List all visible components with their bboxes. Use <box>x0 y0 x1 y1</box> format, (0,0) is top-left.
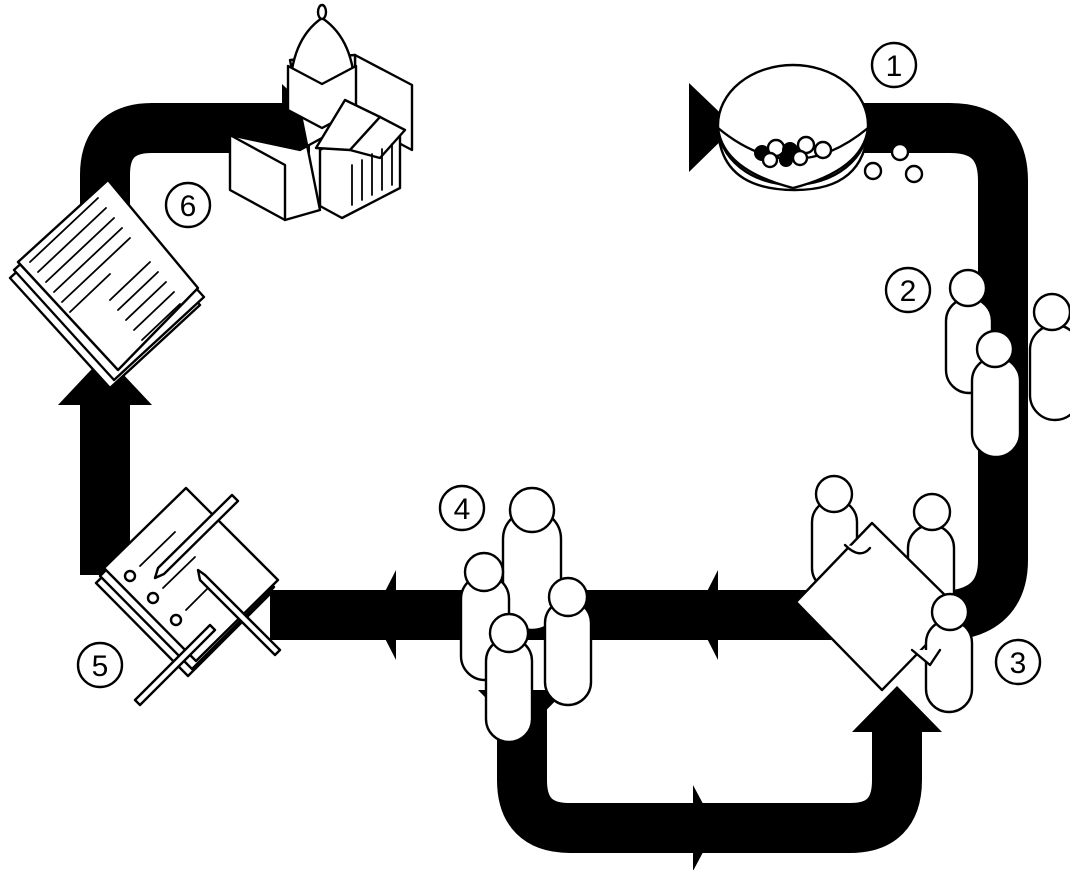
arrow-left-right <box>695 570 718 660</box>
arrow-into-bowl <box>689 83 735 172</box>
step-labels: 1 2 3 4 5 6 <box>76 41 1042 689</box>
step-4-people-crowd-icon <box>459 486 593 744</box>
step-5-ballot-form-icon <box>94 486 282 707</box>
step-2-people-group-icon <box>944 268 1070 459</box>
step-4-number: 4 <box>454 493 471 526</box>
step-3-label: 3 <box>994 638 1042 686</box>
arrow-right-bottom <box>693 785 716 870</box>
step-6-documents-icon <box>8 178 206 390</box>
arrow-left-mid <box>373 570 396 660</box>
step-1-number: 1 <box>886 50 903 83</box>
parliament-building-icon <box>228 3 414 222</box>
step-3-number: 3 <box>1010 647 1027 680</box>
arrow-up-to-clipboard <box>852 686 942 732</box>
step-1-label: 1 <box>870 41 918 89</box>
step-3-clipboard-group-icon <box>794 474 974 714</box>
step-5-number: 5 <box>92 650 109 683</box>
step-6-label: 6 <box>164 181 212 229</box>
step-2-number: 2 <box>900 275 917 308</box>
step-6-number: 6 <box>180 190 197 223</box>
step-1-bowl-icon <box>716 63 924 192</box>
step-4-label: 4 <box>438 484 486 532</box>
step-5-label: 5 <box>76 641 124 689</box>
step-2-label: 2 <box>884 266 932 314</box>
